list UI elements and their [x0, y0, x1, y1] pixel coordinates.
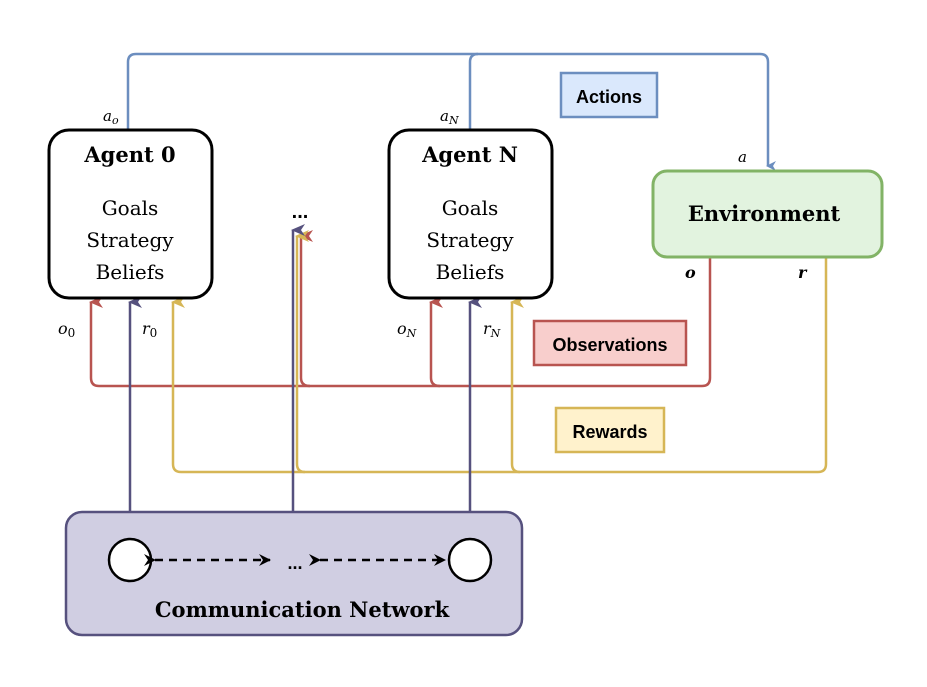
network-node-agent-0[interactable] — [107, 537, 153, 583]
action-line-agent-n — [468, 52, 479, 130]
legend-observations: Observations — [532, 319, 688, 367]
legend-rewards-label: Rewards — [572, 422, 647, 442]
action-line-agent-0 — [126, 52, 776, 171]
legend-rewards: Rewards — [554, 406, 666, 454]
agent-0-strategy: Strategy — [86, 228, 174, 252]
agent-n-node[interactable]: Agent N Goals Strategy Beliefs — [387, 128, 554, 300]
communication-network[interactable]: ... Communication Network — [64, 510, 524, 637]
observation-line-ellipsis — [299, 230, 313, 388]
environment-node[interactable]: Environment — [651, 169, 884, 259]
network-title: Communication Network — [155, 597, 450, 622]
agents-ellipsis: ... — [292, 201, 309, 223]
agent-n-beliefs: Beliefs — [436, 260, 505, 284]
network-ellipsis: ... — [287, 553, 302, 573]
reward-line-agent-n — [510, 296, 524, 474]
label-a0: ao — [103, 107, 119, 127]
legend-actions: Actions — [559, 71, 659, 119]
observation-line-bus — [89, 258, 712, 388]
label-oN: oN — [397, 319, 417, 340]
variable-labels: ao aN a o0 r0 oN rN o r — [58, 107, 808, 340]
label-env-a: a — [738, 148, 747, 166]
label-o0: o0 — [58, 319, 75, 340]
label-aN: aN — [440, 107, 459, 127]
label-env-o: o — [685, 263, 696, 282]
label-r0: r0 — [142, 319, 157, 340]
agent-0-beliefs: Beliefs — [96, 260, 165, 284]
label-env-r: r — [798, 263, 808, 282]
label-rN: rN — [483, 319, 501, 340]
agent-n-goals: Goals — [442, 196, 499, 220]
agent-0-goals: Goals — [102, 196, 159, 220]
environment-title: Environment — [688, 201, 841, 226]
observation-line-agent-n — [429, 296, 443, 388]
agent-n-title: Agent N — [421, 142, 518, 167]
agent-0-node[interactable]: Agent 0 Goals Strategy Beliefs — [47, 128, 214, 300]
legend-actions-label: Actions — [576, 87, 642, 107]
network-node-agent-n[interactable] — [447, 537, 493, 583]
agent-n-strategy: Strategy — [426, 228, 514, 252]
legend-observations-label: Observations — [552, 335, 667, 355]
action-connectors — [126, 52, 776, 171]
agent-0-title: Agent 0 — [83, 142, 175, 167]
communication-connectors — [128, 224, 482, 542]
